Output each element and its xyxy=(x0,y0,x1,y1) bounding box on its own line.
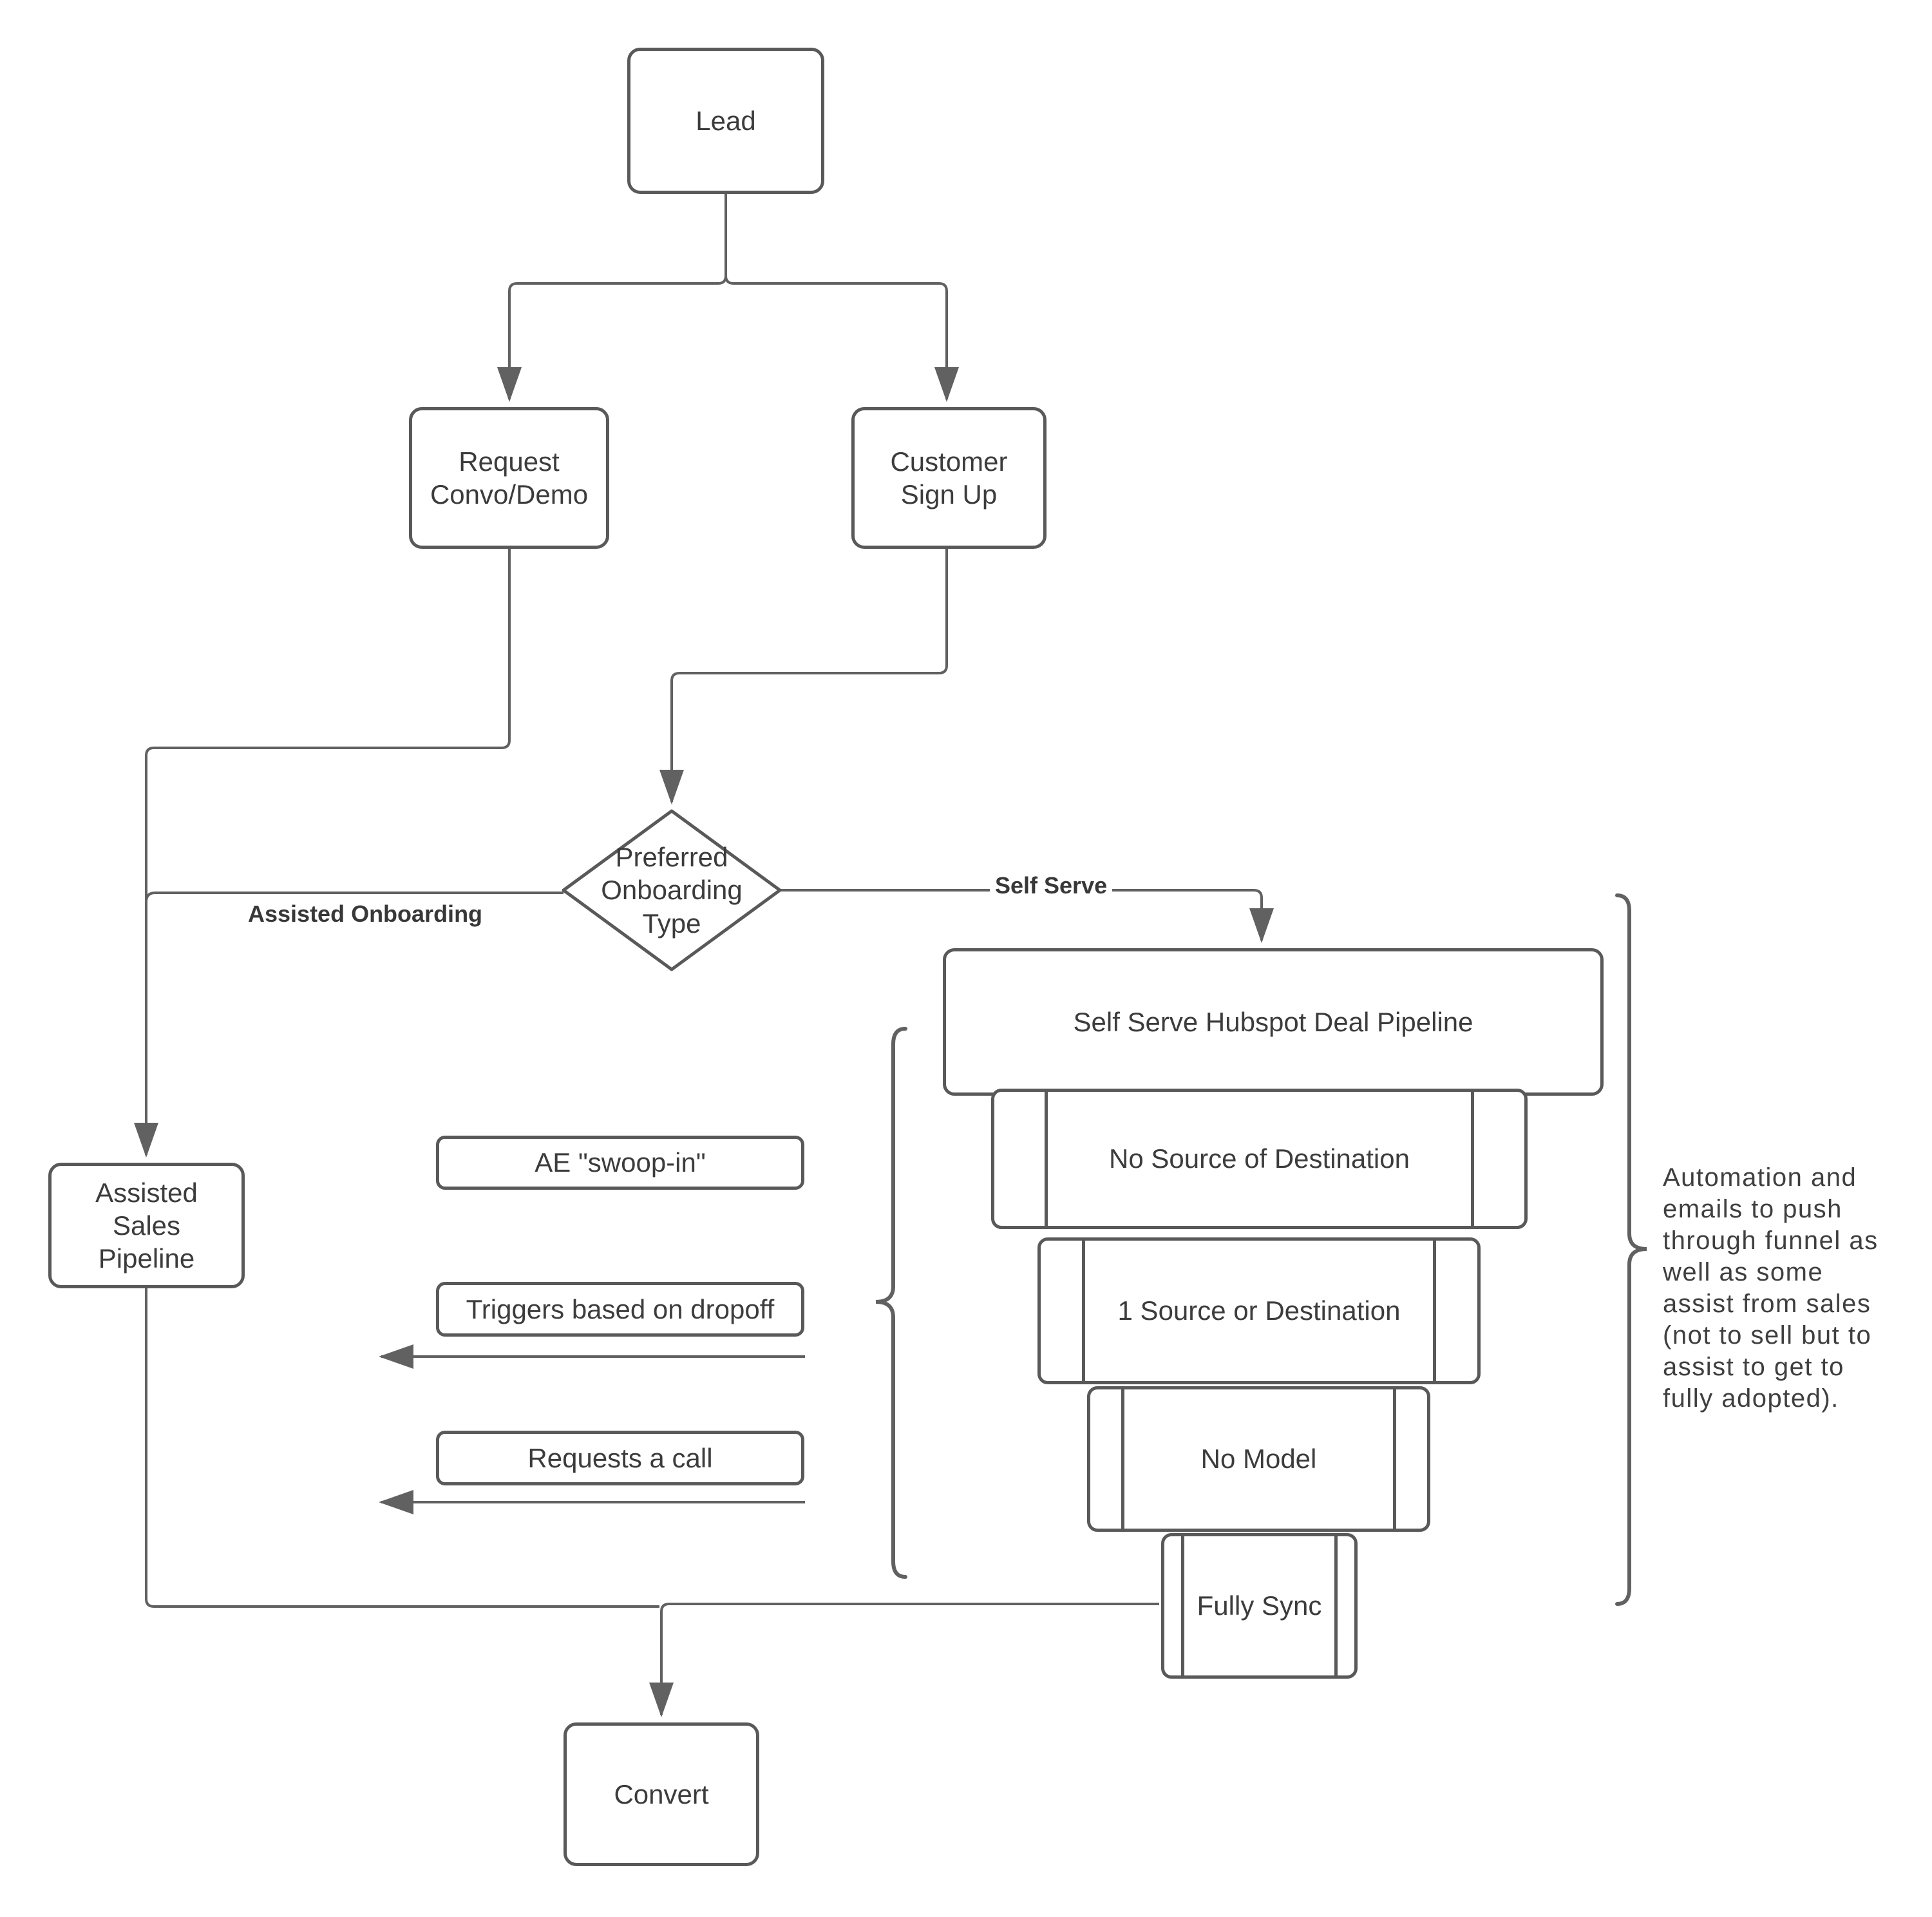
node-assisted-sales-pipeline: Assisted Sales Pipeline xyxy=(48,1163,245,1288)
left-brace xyxy=(875,1027,907,1579)
annotation-note: Automation and emails to push through fu… xyxy=(1663,1130,1920,1415)
node-no-source-of-destination: No Source of Destination xyxy=(991,1089,1528,1229)
node-preferred-onboarding-type: Preferred Onboarding Type xyxy=(575,826,768,955)
edge-diamond-selfserve-branch xyxy=(780,889,1274,943)
node-one-source-or-destination: 1 Source or Destination xyxy=(1037,1237,1481,1384)
node-triggers-based-on-dropoff-label: Triggers based on dropoff xyxy=(466,1293,775,1324)
predefined-process-right-bar xyxy=(1433,1241,1436,1381)
edge-lead-to-customer xyxy=(724,275,959,402)
node-triggers-based-on-dropoff: Triggers based on dropoff xyxy=(436,1282,804,1337)
predefined-process-left-bar xyxy=(1181,1536,1184,1675)
node-convert: Convert xyxy=(564,1722,759,1866)
node-no-model-label: No Model xyxy=(1200,1444,1317,1474)
node-requests-a-call: Requests a call xyxy=(436,1431,804,1485)
node-fully-sync-label: Fully Sync xyxy=(1197,1590,1322,1621)
edge-customer-to-diamond xyxy=(659,549,948,805)
node-customer-sign-up: Customer Sign Up xyxy=(851,407,1046,549)
node-request-convo-demo-label: Request Convo/Demo xyxy=(430,446,589,510)
node-self-serve-hubspot-deal-pipeline-label: Self Serve Hubspot Deal Pipeline xyxy=(1073,1006,1473,1037)
node-one-source-or-destination-label: 1 Source or Destination xyxy=(1117,1295,1401,1326)
node-requests-a-call-label: Requests a call xyxy=(527,1442,713,1473)
right-brace xyxy=(1615,893,1647,1606)
edge-request-to-assisted xyxy=(134,549,511,1158)
annotation-note-text: Automation and emails to push through fu… xyxy=(1663,1163,1879,1413)
predefined-process-left-bar xyxy=(1045,1092,1048,1226)
diamond-preferred-onboarding-shape xyxy=(562,809,782,971)
edge-label-self-serve: Self Serve xyxy=(990,871,1113,901)
node-preferred-onboarding-type-label: Preferred Onboarding Type xyxy=(601,842,743,939)
edge-assisted-to-convert xyxy=(145,1287,659,1608)
edge-label-assisted-onboarding: Assisted Onboarding xyxy=(248,901,482,928)
node-lead: Lead xyxy=(627,48,824,194)
predefined-process-right-bar xyxy=(1393,1389,1396,1529)
predefined-process-left-bar xyxy=(1082,1241,1085,1381)
node-ae-swoop-in-label: AE "swoop-in" xyxy=(535,1147,706,1178)
edge-label-self-serve-text: Self Serve xyxy=(995,872,1108,899)
edge-lead-to-request xyxy=(497,194,727,402)
edge-fullysync-to-convert xyxy=(649,1603,1159,1717)
predefined-process-left-bar xyxy=(1121,1389,1124,1529)
node-customer-sign-up-label: Customer Sign Up xyxy=(890,446,1008,510)
node-no-model: No Model xyxy=(1087,1386,1430,1532)
predefined-process-right-bar xyxy=(1334,1536,1338,1675)
edge-diamond-assisted-branch xyxy=(145,892,564,902)
node-no-source-of-destination-label: No Source of Destination xyxy=(1109,1143,1410,1174)
node-request-convo-demo: Request Convo/Demo xyxy=(409,407,609,549)
node-self-serve-hubspot-deal-pipeline: Self Serve Hubspot Deal Pipeline xyxy=(943,948,1604,1096)
node-lead-label: Lead xyxy=(696,105,756,136)
node-assisted-sales-pipeline-label: Assisted Sales Pipeline xyxy=(95,1177,198,1274)
node-fully-sync: Fully Sync xyxy=(1161,1533,1358,1679)
node-convert-label: Convert xyxy=(614,1779,709,1809)
edge-label-assisted-onboarding-text: Assisted Onboarding xyxy=(248,901,483,927)
node-ae-swoop-in: AE "swoop-in" xyxy=(436,1136,804,1190)
predefined-process-right-bar xyxy=(1471,1092,1474,1226)
